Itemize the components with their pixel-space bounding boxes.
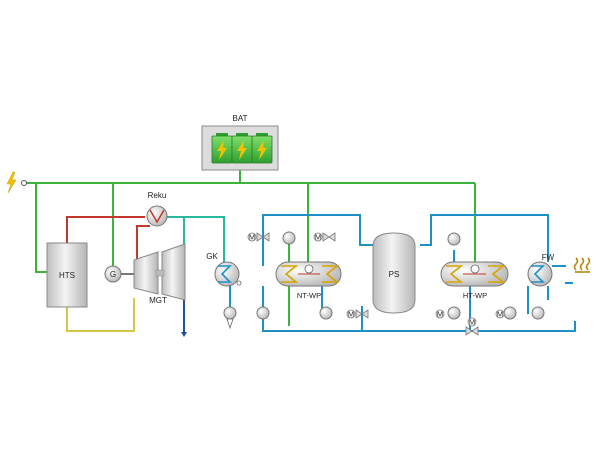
recuperator[interactable]: Reku [146,191,168,227]
flue-gas-outlet-arrow [181,332,187,337]
pump-icon[interactable] [503,306,517,320]
motor-label: M [469,318,475,327]
motor-icon [495,309,505,319]
lightning-bolt-icon [6,171,17,194]
electric-source-terminal [21,180,27,186]
fw-label: FW [542,253,555,262]
nt-wp-label: NT-WP [297,291,321,300]
water-supply-top-right [420,214,549,262]
exhaust-line-to-gk [168,216,225,262]
battery-cell-icon [251,133,273,164]
ps-tank [372,232,416,314]
mgt-compressor [133,251,159,295]
electric-lines [24,170,476,326]
motor-icon [467,317,477,327]
motor-icon [435,309,445,319]
three-way-valve-icon[interactable]: M [346,309,369,319]
heat-exchanger-icon [281,265,299,283]
motor-label: M [497,310,503,319]
heat-exchanger-icon [218,265,232,283]
gk-heat-exchanger[interactable]: GK [206,252,242,287]
pump-icon[interactable] [256,306,270,320]
recuperator-label: Reku [148,191,167,200]
generator[interactable]: G [104,265,134,283]
gk-body [214,261,240,287]
motor-label: M [315,233,321,242]
fw-heat-exchanger[interactable]: FW [527,253,566,287]
water-lines [229,214,576,332]
three-way-valve-icon[interactable]: M [313,232,336,242]
pump-icon[interactable] [282,231,296,245]
hts-label: HTS [59,271,75,280]
ht-wp-label: HT-WP [463,291,487,300]
three-way-valve-icon[interactable]: M [465,317,479,336]
ht-wp-compressor [470,264,480,274]
electric-line-hts [35,183,47,273]
heat-exchanger-icon [322,265,340,283]
heat-exchanger-icon [149,209,165,224]
three-way-valve-icon[interactable]: M [495,309,505,319]
motor-label: M [437,310,443,319]
hts-storage[interactable]: HTS [46,242,88,308]
exhaust-line-hts [66,216,145,243]
ht-wp-heat-pump[interactable]: HT-WP [440,261,509,300]
mgt-expander [161,243,186,301]
nt-wp-heat-pump[interactable]: NT-WP [275,261,342,300]
three-way-valve-icon[interactable]: M [247,232,270,242]
gk-inlet-dot [236,280,242,286]
heat-exchanger-icon [531,265,545,283]
nt-wp-compressor [304,264,314,274]
motor-icon [346,309,356,319]
motor-icon [247,232,257,242]
pump-icon[interactable] [531,306,545,320]
three-way-valve-icon[interactable]: M [435,309,445,319]
water-supply-top [262,214,394,266]
mgt-turbine[interactable]: MGT [133,243,186,305]
pump-icon[interactable] [319,306,333,320]
battery-label: BAT [233,114,248,123]
ps-storage-tank[interactable]: PS [372,232,416,314]
heat-waves-icon [573,257,591,273]
mgt-label: MGT [149,296,167,305]
battery-cell-icon [211,133,233,164]
heat-exchanger-icon [488,265,506,283]
mgt-shaft [155,269,165,277]
motor-icon [313,232,323,242]
pump-icon[interactable] [447,306,461,320]
ps-label: PS [389,270,400,279]
air-intake-line [66,298,135,332]
pump-icon[interactable] [223,306,237,330]
heat-exchanger-icon [446,265,464,283]
generator-label: G [110,270,116,279]
pump-icon[interactable] [447,232,461,246]
battery[interactable]: BAT [201,114,279,171]
fw-body [527,261,553,287]
gk-label: GK [206,252,218,261]
recuperator-body [146,205,168,227]
battery-cell-icon [231,133,253,164]
motor-label: M [348,310,354,319]
exhaust-line-mgt [136,225,150,262]
motor-label: M [249,233,255,242]
hts-tank [46,242,88,308]
